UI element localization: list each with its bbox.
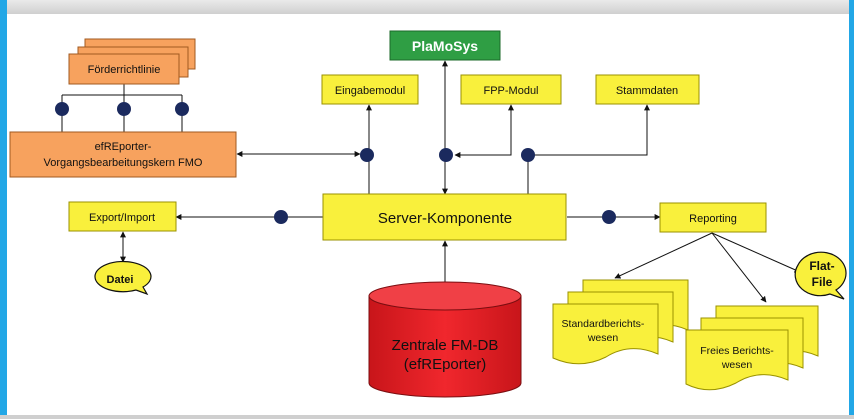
database-label-line1: Zentrale FM-DB — [392, 337, 499, 354]
right-border — [849, 0, 854, 419]
standard-label-line2: wesen — [587, 332, 619, 344]
foerderrichtlinie-node: Förderrichtlinie — [68, 38, 196, 85]
plamosys-node: PlaMoSys — [389, 30, 501, 61]
flat-file-label-line2: File — [812, 275, 833, 289]
server-label: Server-Komponente — [378, 210, 512, 227]
connector-dot — [117, 102, 131, 116]
connector-dot — [274, 210, 288, 224]
connector-dot — [360, 148, 374, 162]
freies-berichtswesen-node: Freies Berichts- wesen — [685, 305, 819, 391]
fpp-modul-label: FPP-Modul — [483, 85, 538, 97]
datei-label: Datei — [107, 274, 134, 286]
connector-dot — [55, 102, 69, 116]
connector-dot — [175, 102, 189, 116]
stammdaten-node: Stammdaten — [595, 74, 700, 105]
reporting-label: Reporting — [689, 213, 737, 225]
eingabemodul-label: Eingabemodul — [335, 85, 405, 97]
efreporter-node: efREporter- Vorgangsbearbeitungskern FMO — [9, 131, 237, 178]
flat-file-node: Flat- File — [794, 251, 847, 300]
server-node: Server-Komponente — [322, 193, 567, 241]
fpp-modul-node: FPP-Modul — [460, 74, 562, 105]
efreporter-label-line1: efREporter- — [95, 141, 152, 153]
connector-dot — [602, 210, 616, 224]
efreporter-label-line2: Vorgangsbearbeitungskern FMO — [44, 157, 203, 169]
standardberichtswesen-node: Standardberichts- wesen — [552, 279, 689, 365]
standard-label-line1: Standardberichts- — [562, 318, 645, 330]
reporting-node: Reporting — [659, 202, 767, 233]
top-bar — [0, 0, 854, 14]
freies-label-line2: wesen — [721, 359, 753, 371]
connector-dots — [55, 102, 616, 224]
database-node: Zentrale FM-DB (efREporter) — [368, 281, 522, 398]
eingabemodul-node: Eingabemodul — [321, 74, 419, 105]
database-label-line2: (efREporter) — [404, 356, 487, 373]
datei-node: Datei — [94, 260, 152, 296]
connector-dot — [439, 148, 453, 162]
freies-label-line1: Freies Berichts- — [700, 345, 774, 357]
left-border — [0, 0, 7, 419]
foerderrichtlinie-label: Förderrichtlinie — [88, 64, 161, 76]
export-import-label: Export/Import — [89, 212, 155, 224]
plamosys-label: PlaMoSys — [412, 38, 478, 54]
stammdaten-label: Stammdaten — [616, 85, 678, 97]
connector-dot — [521, 148, 535, 162]
flat-file-label-line1: Flat- — [809, 259, 834, 273]
bottom-bar — [0, 415, 854, 419]
export-import-node: Export/Import — [68, 201, 177, 232]
